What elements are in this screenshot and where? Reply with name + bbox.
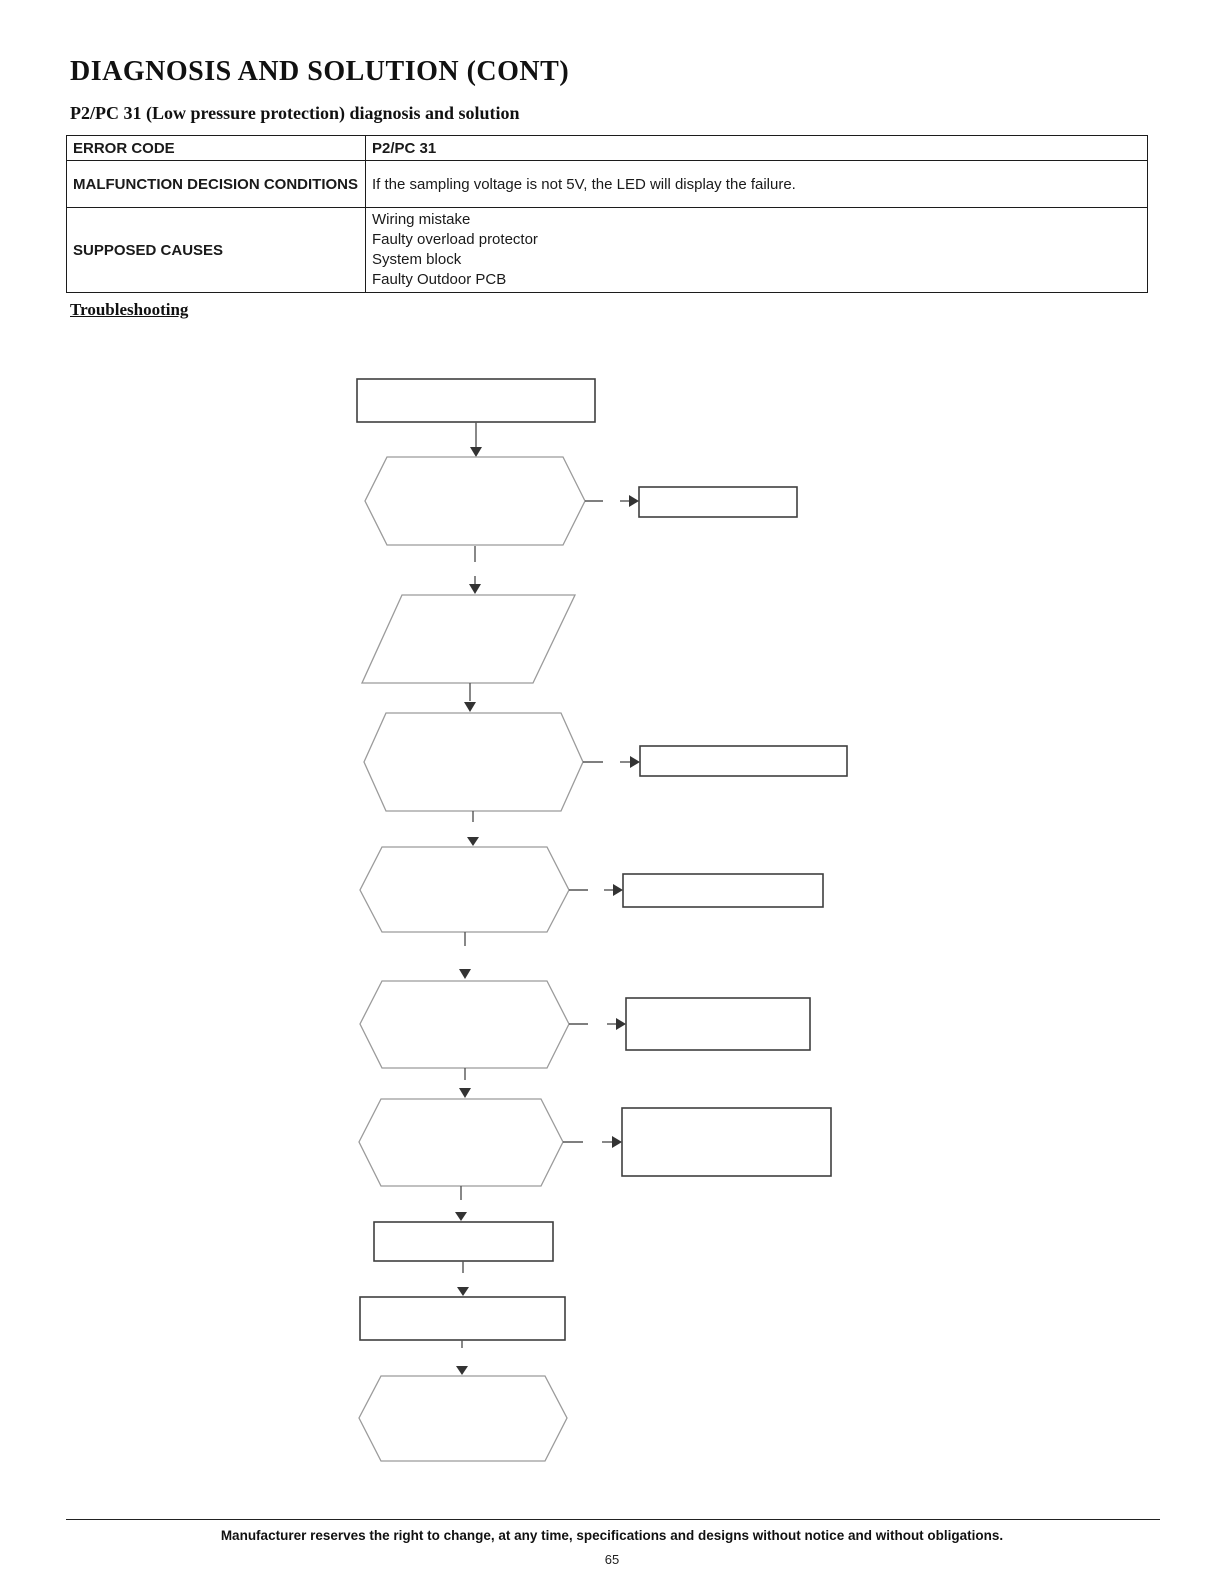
malfunction-conditions-value: If the sampling voltage is not 5V, the L… xyxy=(365,160,1148,208)
cause-line: System block xyxy=(372,251,462,268)
section-subtitle: P2/PC 31 (Low pressure protection) diagn… xyxy=(70,103,520,123)
table-row-malfunction-conditions: MALFUNCTION DECISION CONDITIONS If the s… xyxy=(66,160,1148,208)
flow-result-box-5 xyxy=(621,1107,832,1177)
cause-line: Faulty Outdoor PCB xyxy=(372,271,507,288)
arrow-down-icon xyxy=(469,584,481,594)
flow-process-box-1 xyxy=(373,1221,554,1262)
malfunction-conditions-label: MALFUNCTION DECISION CONDITIONS xyxy=(66,160,366,208)
footer-divider xyxy=(66,1519,1160,1520)
supposed-causes-label: SUPPOSED CAUSES xyxy=(66,207,366,293)
error-code-table: ERROR CODE P2/PC 31 MALFUNCTION DECISION… xyxy=(66,135,1148,293)
flow-decision-hexagon-5 xyxy=(358,1098,564,1187)
flow-start-box xyxy=(356,378,596,423)
arrow-down-icon xyxy=(470,447,482,457)
arrow-down-icon xyxy=(459,1088,471,1098)
arrow-down-icon xyxy=(455,1212,467,1221)
arrow-right-icon xyxy=(613,884,623,896)
footer-note: Manufacturer reserves the right to chang… xyxy=(220,1528,1004,1543)
arrow-down-icon xyxy=(467,837,479,846)
arrow-right-icon xyxy=(616,1018,626,1030)
arrow-right-icon xyxy=(612,1136,622,1148)
flow-decision-hexagon-1 xyxy=(364,456,586,546)
arrow-right-icon xyxy=(629,495,639,507)
troubleshooting-heading: Troubleshooting xyxy=(70,300,189,319)
cause-line: Wiring mistake xyxy=(372,211,471,228)
arrow-down-icon xyxy=(457,1287,469,1296)
page-title: DIAGNOSIS AND SOLUTION (CONT) xyxy=(70,56,570,87)
arrow-down-icon xyxy=(459,969,471,979)
flow-io-parallelogram xyxy=(360,594,577,684)
table-row-supposed-causes: SUPPOSED CAUSES Wiring mistake Faulty ov… xyxy=(66,207,1148,293)
page-number: 65 xyxy=(604,1552,620,1567)
flow-decision-hexagon-4 xyxy=(359,980,570,1069)
flow-end-hexagon xyxy=(358,1375,568,1462)
flow-process-box-2 xyxy=(359,1296,566,1341)
error-code-label: ERROR CODE xyxy=(66,135,366,161)
supposed-causes-value: Wiring mistake Faulty overload protector… xyxy=(365,207,1148,293)
flow-result-box-1 xyxy=(638,486,798,518)
flow-decision-hexagon-2 xyxy=(363,712,584,812)
arrow-down-icon xyxy=(456,1366,468,1375)
arrow-down-icon xyxy=(464,702,476,712)
flow-decision-hexagon-3 xyxy=(359,846,570,933)
flow-result-box-4 xyxy=(625,997,811,1051)
flow-result-box-3 xyxy=(622,873,824,908)
cause-line: Faulty overload protector xyxy=(372,231,538,248)
flow-result-box-2 xyxy=(639,745,848,777)
arrow-right-icon xyxy=(630,756,640,768)
